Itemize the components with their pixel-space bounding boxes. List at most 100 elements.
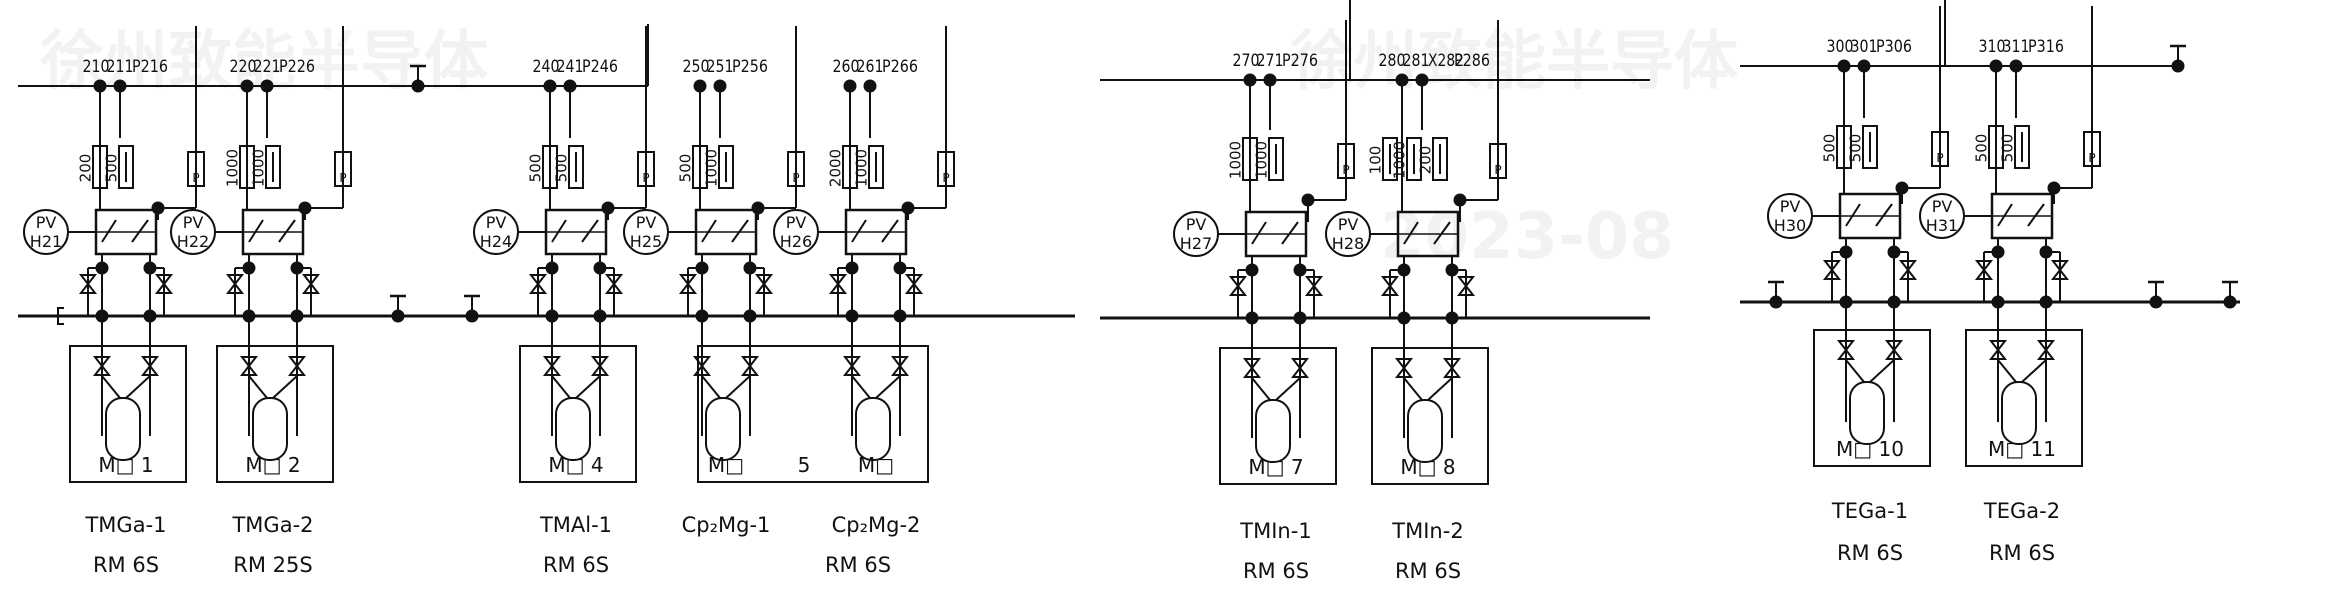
valve-body (1228, 276, 1248, 296)
source-module-box (519, 345, 637, 483)
pressure-tag (334, 151, 352, 187)
pipe-label: 251 (707, 57, 734, 77)
valve-icon (140, 356, 160, 376)
mfc-range-label: 500 (677, 154, 695, 183)
switch-contact (1281, 221, 1299, 245)
valve-icon (301, 274, 321, 294)
pressure-tag (937, 151, 955, 187)
valve-body (154, 274, 174, 294)
source-name: TMAl-1 (539, 513, 612, 537)
pv-tag-line1: PV (1186, 215, 1207, 234)
pv-tag-line1: PV (636, 213, 657, 232)
source-module-box (1965, 329, 2083, 467)
source-spec: RM 6S (93, 553, 159, 577)
pressure-tag-label: P (339, 171, 346, 185)
pipe-line (1403, 377, 1423, 401)
mfc-range-label: 2000 (827, 149, 845, 187)
pipe-label: 221 (254, 57, 281, 77)
valve-body (1974, 260, 1994, 280)
pipe-line (1427, 377, 1453, 401)
pipe-label: P256 (732, 57, 768, 77)
mfc-bar (265, 145, 281, 189)
valve-body (692, 356, 712, 376)
mfc-range-label: 500 (1821, 134, 1839, 163)
junction-dot (545, 309, 559, 323)
pressure-tag (637, 151, 655, 187)
mfc-range-label: 1000 (224, 149, 242, 187)
pipe-label: 281 (1403, 51, 1430, 71)
pipe-label: 241 (557, 57, 584, 77)
module-label: M□ 4 (548, 453, 603, 477)
junction-dot (2171, 59, 2185, 73)
source-module-box (1219, 347, 1337, 485)
pv-tag-line2: H21 (30, 232, 62, 251)
junction-dot (1245, 311, 1259, 325)
source-name: TEGa-2 (1983, 499, 2060, 523)
pressure-tag-label: P (2088, 151, 2095, 165)
valve-body (1988, 340, 2008, 360)
valve-icon (1836, 340, 1856, 360)
pressure-tag-label: P (942, 171, 949, 185)
pv-tag-line2: H28 (1332, 234, 1364, 253)
valve-body (1884, 340, 1904, 360)
pressure-tag-label: P (192, 171, 199, 185)
pressure-tag (187, 151, 205, 187)
mfc-bar (118, 145, 134, 189)
pressure-tag-label: P (1494, 163, 1501, 177)
pipe-label: P266 (882, 57, 918, 77)
junction-dot (695, 309, 709, 323)
valve-icon (1304, 276, 1324, 296)
valve-body (528, 274, 548, 294)
mfc-range-label: 1000 (1227, 141, 1245, 179)
mfc-range-label: 1000 (250, 149, 268, 187)
junction-dot (1301, 193, 1315, 207)
valve-body (678, 274, 698, 294)
junction-dot (1293, 311, 1307, 325)
pv-tag-line1: PV (1338, 215, 1359, 234)
pipe-line (272, 375, 298, 399)
mfc-range-label: 1000 (1253, 141, 1271, 179)
valve-body (1456, 276, 1476, 296)
pipe-label: 310 (1979, 37, 2006, 57)
valve-icon (842, 356, 862, 376)
module-label: M□ 8 (1400, 455, 1455, 479)
source-spec: RM 6S (1395, 559, 1461, 583)
pipe-label: P316 (2028, 37, 2064, 57)
junction-dot (411, 79, 425, 93)
valve-body (1380, 276, 1400, 296)
valve-body (828, 274, 848, 294)
valve-icon (740, 356, 760, 376)
switch-contact (581, 219, 599, 243)
pipe-label: 211 (107, 57, 134, 77)
valve-body (301, 274, 321, 294)
pipe-label: 280 (1379, 51, 1406, 71)
pv-tag-line2: H30 (1774, 216, 1806, 235)
junction-dot (1887, 295, 1901, 309)
switch-contact (551, 219, 567, 243)
junction-dot (751, 201, 765, 215)
valve-icon (1242, 358, 1262, 378)
junction-dot (593, 309, 607, 323)
switch-contact (248, 219, 264, 243)
pv-tag-line2: H24 (480, 232, 512, 251)
junction-dot (1991, 295, 2005, 309)
mfc-range-label: 500 (527, 154, 545, 183)
mfc-range-label: 500 (553, 154, 571, 183)
pv-tag-line1: PV (486, 213, 507, 232)
mfc-range-label: 200 (77, 154, 95, 183)
mfc-range-label: 1000 (853, 149, 871, 187)
pressure-tag (2083, 131, 2101, 167)
switch-contact (851, 219, 867, 243)
junction-dot (465, 309, 479, 323)
pv-tag-line1: PV (786, 213, 807, 232)
valve-body (740, 356, 760, 376)
junction-dot (298, 201, 312, 215)
junction-dot (601, 201, 615, 215)
pipe-label: 261 (857, 57, 884, 77)
mfc-bar (692, 145, 708, 189)
bubbler-cylinder (855, 397, 891, 461)
mfc-range-label: 200 (1417, 146, 1435, 175)
